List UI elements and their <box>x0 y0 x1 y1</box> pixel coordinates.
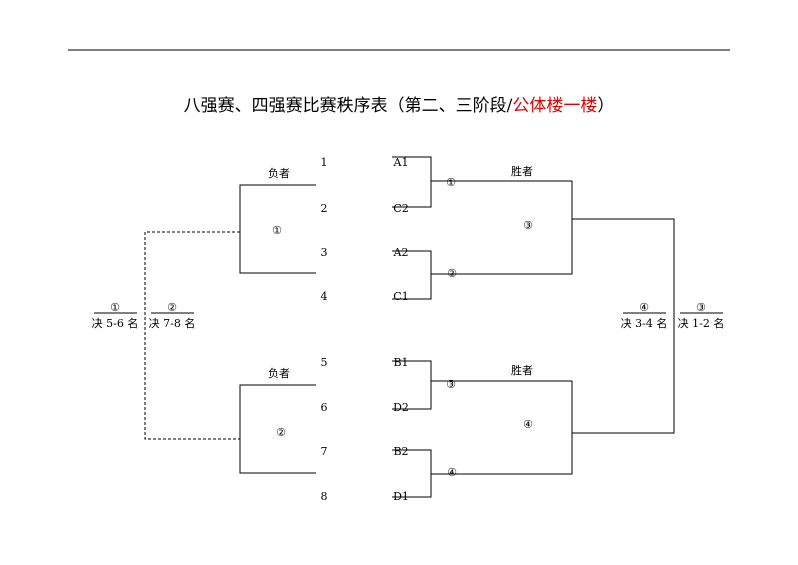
seed-8: 8 <box>320 490 328 503</box>
loser-match-bottom: ② <box>276 426 286 439</box>
seed-4: 4 <box>320 290 328 303</box>
team-b1: B1 <box>393 356 409 369</box>
seed-2: 2 <box>320 202 328 215</box>
sf-bracket-top <box>431 180 573 275</box>
title-close: ） <box>597 96 615 116</box>
team-c1: C1 <box>393 290 409 303</box>
p34-label: 决 3-4 名 <box>620 317 668 330</box>
qf-match-2: ② <box>447 267 457 280</box>
seed-1: 1 <box>320 156 328 169</box>
seed-3: 3 <box>320 246 328 259</box>
dashed-connector <box>144 231 240 440</box>
qf-match-4: ④ <box>447 466 457 479</box>
qf-bracket-1 <box>392 156 432 208</box>
winner-label-top: 胜者 <box>511 165 533 178</box>
p56-match: ① <box>110 301 120 314</box>
p78-label: 决 7-8 名 <box>148 317 196 330</box>
qf-match-1: ① <box>446 176 456 189</box>
loser-bracket-bottom <box>239 384 316 474</box>
page-title: 八强赛、四强赛比赛秩序表（第二、三阶段/公体楼一楼） <box>0 91 798 116</box>
p34-match: ④ <box>639 301 649 314</box>
team-a2: A2 <box>393 246 409 259</box>
qf-bracket-3 <box>392 360 432 410</box>
team-a1: A1 <box>393 156 409 169</box>
loser-label-bottom: 负者 <box>268 367 290 380</box>
team-b2: B2 <box>393 445 409 458</box>
seed-7: 7 <box>320 445 328 458</box>
final-bracket <box>572 218 675 434</box>
sf-bracket-bottom <box>431 380 573 475</box>
p12-label: 决 1-2 名 <box>677 317 725 330</box>
team-d1: D1 <box>393 490 409 503</box>
sf-match-bottom: ④ <box>523 418 533 431</box>
team-c2: C2 <box>393 202 409 215</box>
p78-match: ② <box>167 301 177 314</box>
sf-match-top: ③ <box>523 219 533 232</box>
qf-match-3: ③ <box>446 378 456 391</box>
team-d2: D2 <box>393 401 409 414</box>
p56-label: 决 5-6 名 <box>91 317 139 330</box>
winner-label-bottom: 胜者 <box>511 364 533 377</box>
loser-match-top: ① <box>272 224 282 237</box>
title-venue: 公体楼一楼 <box>512 96 598 116</box>
p12-match: ③ <box>696 301 706 314</box>
loser-label-top: 负者 <box>268 167 290 180</box>
qf-bracket-2 <box>392 250 432 300</box>
seed-6: 6 <box>320 401 328 414</box>
loser-bracket-top <box>239 184 316 274</box>
seed-5: 5 <box>320 356 328 369</box>
title-main: 八强赛、四强赛比赛秩序表（第二、三阶段/ <box>183 96 513 116</box>
